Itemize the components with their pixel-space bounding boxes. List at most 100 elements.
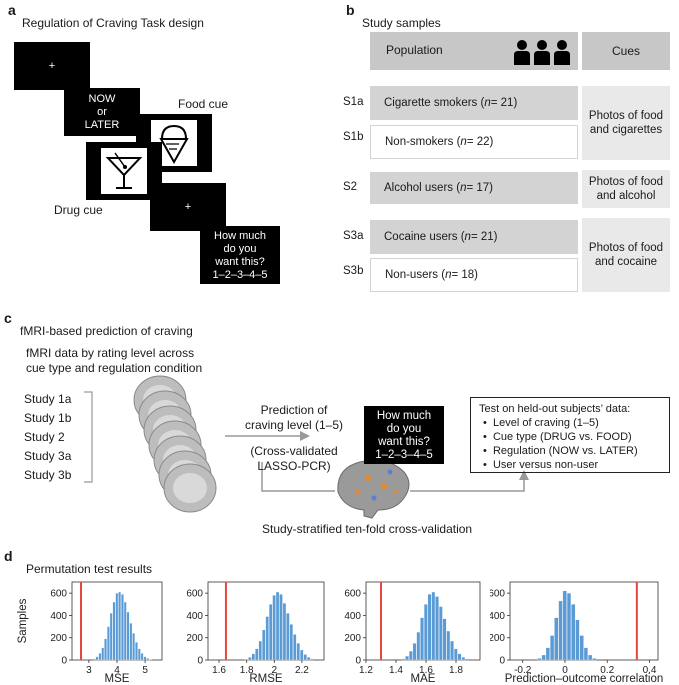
- rating-line-2: do you: [223, 243, 257, 255]
- panel-d-label: d: [4, 548, 13, 564]
- x-tick-label: 5: [142, 665, 148, 676]
- histogram-bar: [95, 656, 99, 661]
- y-tick-label: 200: [186, 633, 203, 644]
- study-bracket: [84, 391, 93, 483]
- histogram-bar: [262, 629, 266, 661]
- study-list: Study 1a Study 1b Study 2 Study 3a Study…: [24, 390, 71, 485]
- population-label: Cocaine users (: [384, 231, 465, 243]
- cv-loop-line-left: [261, 462, 335, 492]
- cues-alcohol: Photos of food and alcohol: [582, 170, 670, 208]
- x-axis-label: MAE: [411, 673, 436, 685]
- rating-line-2: do you: [386, 423, 422, 435]
- rating-line-3: want this?: [215, 256, 265, 268]
- panel-d-title: Permutation test results: [26, 562, 153, 576]
- histogram-bar: [104, 638, 107, 661]
- test-box-title: Test on held-out subjects’ data:: [479, 403, 631, 415]
- bullet-icon: •: [483, 445, 493, 457]
- cv-loop-line-right: [410, 478, 525, 492]
- population-label: Cigarette smokers (: [384, 97, 485, 109]
- brain-slices-stack: [133, 375, 217, 513]
- x-tick-label: 3: [86, 665, 92, 676]
- population-header-label: Population: [386, 43, 443, 57]
- panel-c-label: c: [4, 310, 12, 326]
- histogram-bar: [442, 618, 447, 661]
- histogram-bar: [401, 658, 406, 661]
- y-tick-label: 400: [50, 611, 67, 622]
- n-symbol: n: [445, 269, 452, 281]
- panel-c-diagram: [84, 375, 529, 519]
- histogram-bar: [558, 600, 563, 661]
- histogram-bar: [554, 617, 559, 661]
- x-tick-label: 1.6: [212, 665, 226, 676]
- x-axis-label: MSE: [105, 673, 130, 685]
- histogram-bar: [293, 634, 297, 661]
- cues-header-label: Cues: [611, 44, 640, 58]
- y-tick-label: 400: [344, 611, 361, 622]
- histogram-bar: [265, 616, 269, 661]
- study-item: Study 1a: [24, 392, 72, 406]
- histogram-bar: [146, 658, 150, 661]
- histogram-bar: [427, 594, 432, 661]
- fixation-screen-1: +: [14, 42, 90, 90]
- histogram-bar: [461, 657, 466, 661]
- population-header: Population: [370, 32, 578, 70]
- panel-a-label: a: [8, 2, 16, 18]
- x-tick-label: 1.8: [240, 665, 254, 676]
- fixation-cross-2: +: [184, 201, 192, 213]
- now-or-later-screen: NOW or LATER: [64, 88, 140, 136]
- x-tick-label: 2: [272, 665, 278, 676]
- histogram-bar: [583, 647, 588, 661]
- histogram-bar: [303, 654, 307, 661]
- histogram-bar: [121, 594, 124, 661]
- rating-line-1: How much: [214, 230, 266, 242]
- test-item: • Level of craving (1–5): [479, 416, 661, 430]
- rating-line-1: How much: [376, 410, 432, 422]
- x-tick-label: 0: [562, 665, 568, 676]
- x-tick-label: 0.4: [643, 665, 657, 676]
- population-count: = 21): [470, 231, 498, 243]
- sample-id-s3a: S3a: [343, 230, 364, 242]
- y-tick-label: 200: [344, 633, 361, 644]
- sample-row-s2: Alcohol users (n = 17): [370, 172, 578, 204]
- y-tick-label: 0: [499, 656, 505, 667]
- panel-a-title: Regulation of Craving Task design: [22, 16, 204, 30]
- study-item: Study 3a: [24, 449, 72, 463]
- histogram-bar: [275, 591, 280, 661]
- people-group-icon: [514, 40, 570, 65]
- cues-cocaine-label: Photos of food and cocaine: [588, 242, 664, 268]
- fmri-data-title-line-2: cue type and regulation condition: [26, 361, 203, 375]
- cues-cocaine: Photos of food and cocaine: [582, 218, 670, 292]
- n-symbol: n: [460, 136, 467, 148]
- test-item: • Cue type (DRUG vs. FOOD): [479, 430, 661, 444]
- n-symbol: n: [484, 97, 491, 109]
- x-tick-label: 1.2: [359, 665, 373, 676]
- histogram-bar: [412, 643, 417, 661]
- histogram-bar: [132, 633, 136, 661]
- test-item-text: Regulation (NOW vs. LATER): [492, 445, 638, 457]
- histogram-bar: [465, 658, 469, 661]
- rating-line-4: 1–2–3–4–5: [212, 269, 268, 281]
- histogram-bar: [431, 591, 436, 661]
- fmri-data-title-line-1: fMRI data by rating level across: [26, 346, 195, 360]
- histogram-bar: [129, 623, 133, 661]
- histogram-bar: [416, 631, 421, 661]
- drug-cue-label: Drug cue: [54, 203, 103, 217]
- histogram-bar: [137, 648, 141, 661]
- population-label: Non-smokers (: [385, 136, 461, 148]
- cues-cigarettes-label: Photos of food and cigarettes: [588, 110, 664, 136]
- histogram-bar: [289, 624, 294, 661]
- bullet-icon: •: [483, 459, 493, 471]
- y-tick-label: 600: [50, 589, 67, 600]
- fixation-screen-2: +: [150, 183, 226, 231]
- x-tick-label: 0.2: [600, 665, 614, 676]
- histogram-bar: [300, 649, 304, 661]
- histogram-bar: [112, 601, 116, 661]
- x-tick-label: 1.6: [419, 665, 433, 676]
- population-count: = 21): [490, 97, 518, 109]
- population-label: Non-users (: [385, 269, 446, 281]
- y-tick-label: 0: [61, 656, 67, 667]
- food-cue-label: Food cue: [178, 97, 229, 111]
- sample-row-s3b: Non-users (n = 18): [370, 258, 578, 292]
- panel-b-title: Study samples: [362, 16, 441, 30]
- later-text: LATER: [84, 119, 120, 131]
